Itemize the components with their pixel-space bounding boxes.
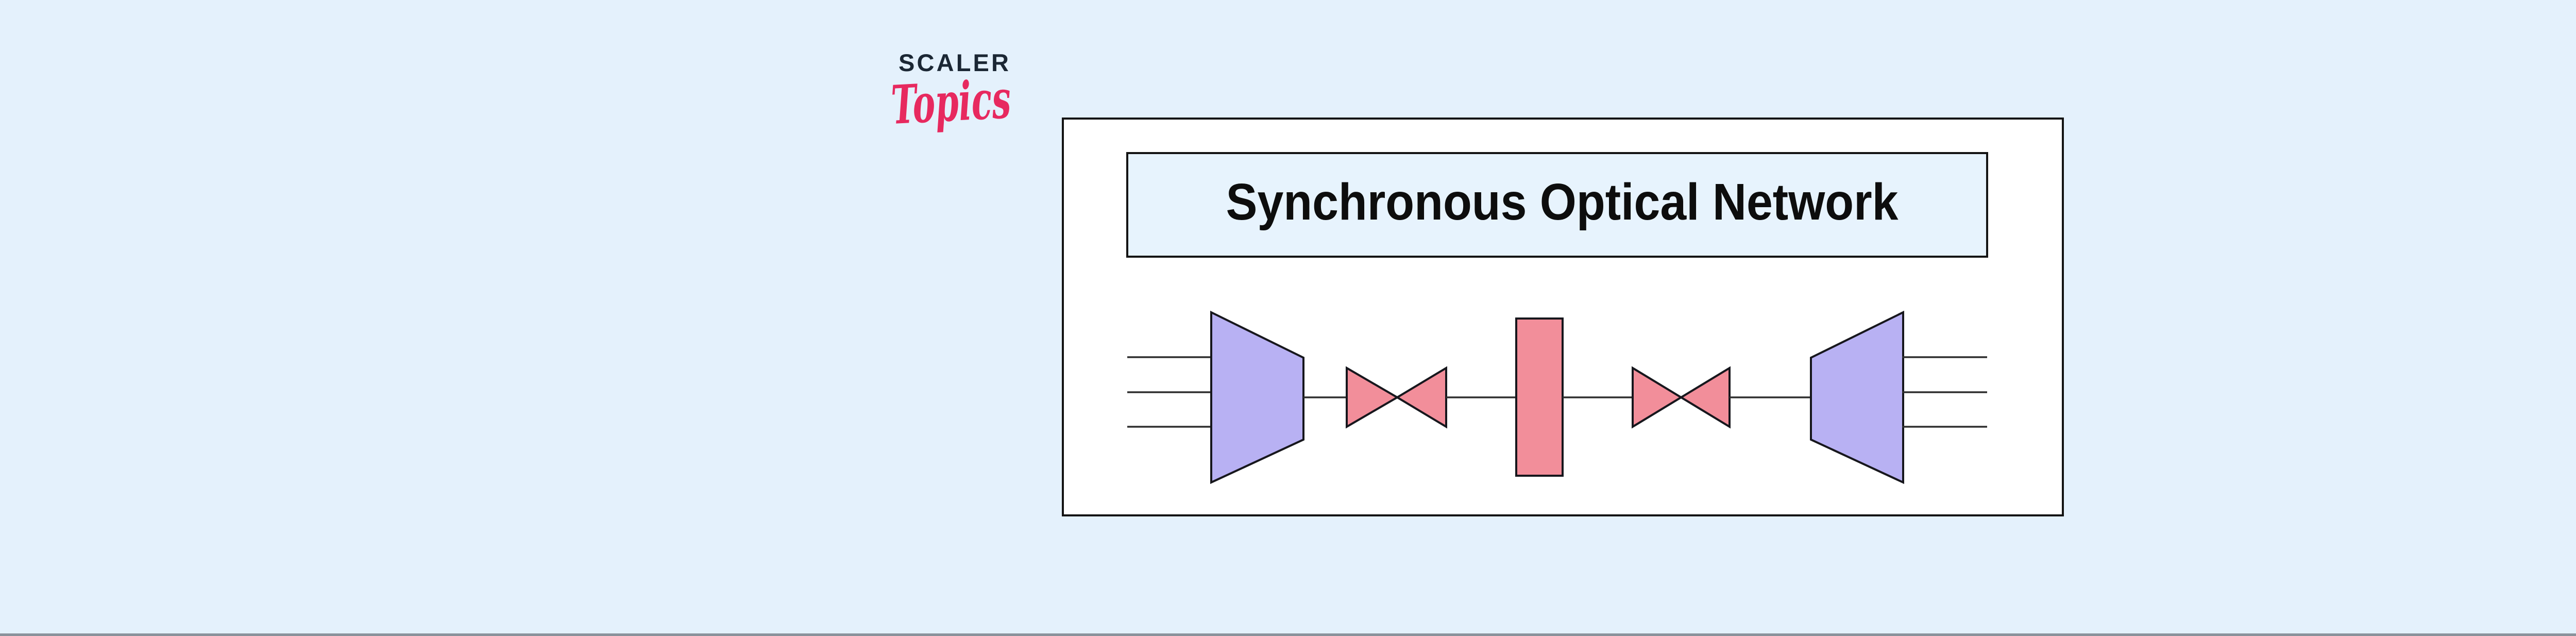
regenerator-rectangle xyxy=(1515,317,1564,477)
input-lines xyxy=(1127,356,1212,428)
title-box xyxy=(1126,152,1988,258)
scaler-topics-logo: SCALER Topics xyxy=(890,49,1012,137)
output-lines xyxy=(1902,356,1987,428)
demultiplexer-trapezoid xyxy=(1810,310,1904,484)
logo-script-text: Topics xyxy=(890,68,1012,137)
bottom-edge-strip xyxy=(0,633,2576,636)
bowtie-triangle xyxy=(1632,366,1683,429)
bowtie-triangle xyxy=(1346,366,1399,429)
diagram-title: Synchronous Optical Network xyxy=(1226,173,1899,231)
multiplexer-trapezoid xyxy=(1210,310,1304,484)
